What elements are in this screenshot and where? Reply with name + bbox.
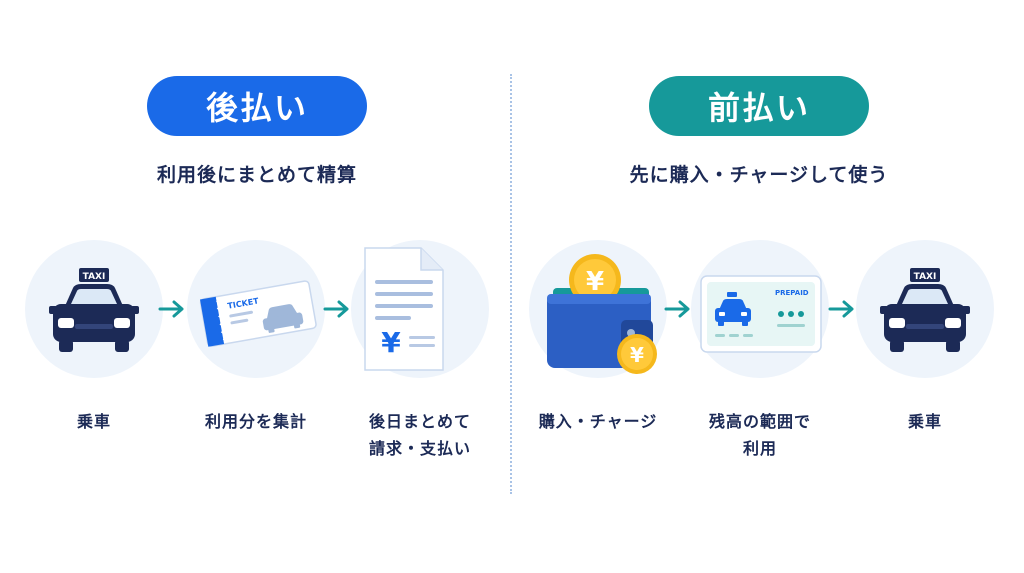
yen-sign-text: ¥: [381, 326, 401, 359]
step-circle-taxi-ride: TAXI: [856, 240, 994, 378]
taxi-sign-text: TAXI: [83, 272, 106, 282]
step-circle-taxi-ride: TAXI: [25, 240, 163, 378]
step-label-line: 購入・チャージ: [538, 412, 658, 431]
prepaid-word-text: PREPAID: [775, 289, 809, 297]
step-label-line: 乗車: [907, 412, 942, 431]
postpaid-title: 後払い: [205, 89, 308, 127]
prepaid-title-badge: 前払い: [649, 76, 869, 136]
step-label-line: 後日まとめて: [368, 412, 471, 431]
prepaid-title: 前払い: [707, 89, 810, 127]
step-label-line: 利用: [742, 439, 777, 458]
yen-sign-text: ¥: [586, 267, 604, 297]
postpaid-title-badge: 後払い: [147, 76, 367, 136]
step-circle-balance-use: PREPAID: [691, 240, 829, 378]
step-label-ride: 乗車: [845, 408, 1005, 435]
invoice-document-icon: ¥: [364, 247, 444, 371]
arrow-right-icon: [828, 300, 854, 318]
prepaid-subtitle: 先に購入・チャージして使う: [629, 164, 889, 186]
step-label-invoice: 後日まとめて 請求・支払い: [340, 408, 500, 462]
arrow-right-icon: [323, 300, 349, 318]
postpaid-subtitle: 利用後にまとめて精算: [156, 164, 357, 186]
yen-sign-text: ¥: [630, 343, 644, 367]
step-label-line: 利用分を集計: [204, 412, 307, 431]
step-label-balance-use: 残高の範囲で 利用: [680, 408, 840, 462]
step-label-line: 乗車: [76, 412, 111, 431]
step-label-ride: 乗車: [14, 408, 174, 435]
taxi-icon: TAXI: [49, 268, 139, 352]
step-circle-purchase-charge: ¥ ¥: [529, 240, 667, 378]
step-label-aggregate: 利用分を集計: [176, 408, 336, 435]
arrow-right-icon: [664, 300, 690, 318]
section-divider: [510, 74, 512, 494]
wallet-coin-icon: ¥ ¥: [547, 254, 657, 374]
step-circle-invoice: ¥: [351, 240, 489, 378]
step-label-purchase-charge: 購入・チャージ: [518, 408, 678, 435]
prepaid-card-icon: PREPAID: [700, 275, 822, 353]
step-label-line: 残高の範囲で: [708, 412, 811, 431]
step-label-line: 請求・支払い: [368, 439, 471, 458]
taxi-sign-text: TAXI: [914, 272, 937, 282]
taxi-icon: TAXI: [880, 268, 970, 352]
ticket-icon: TICKET: [199, 280, 317, 347]
step-circle-aggregate: TICKET: [187, 240, 325, 378]
arrow-right-icon: [158, 300, 184, 318]
